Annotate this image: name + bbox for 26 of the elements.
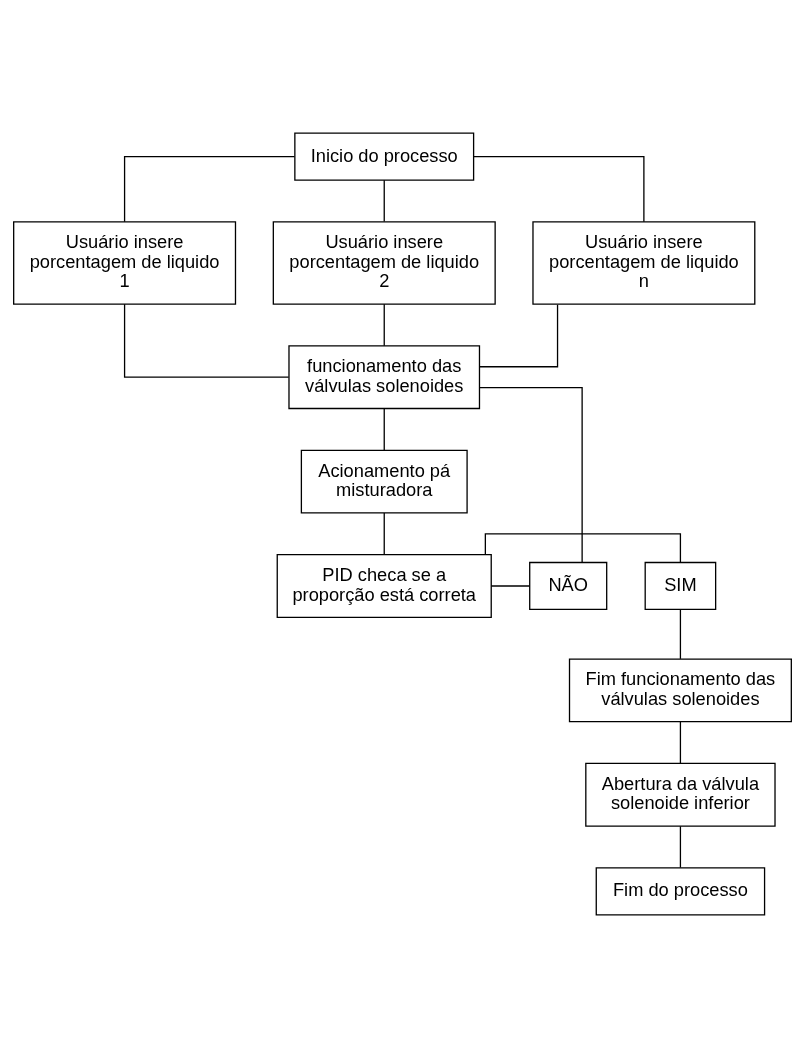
node-box: Inicio do processo xyxy=(294,132,475,181)
connector xyxy=(679,609,682,660)
node-box: Usuário insere porcentagem de liquido 1 xyxy=(13,221,237,305)
node-box: Usuário insere porcentagem de liquido 2 xyxy=(272,221,496,305)
connector xyxy=(383,407,385,451)
connector xyxy=(473,156,645,223)
node-box: Acionamento pá misturadora xyxy=(300,449,468,514)
connector xyxy=(383,179,385,223)
connector xyxy=(478,304,559,368)
node-box: NÃO xyxy=(529,561,608,611)
connector xyxy=(123,156,296,223)
connector xyxy=(479,387,583,564)
connector xyxy=(383,303,385,347)
node-box: Usuário insere porcentagem de liquido n xyxy=(532,221,756,305)
node-box: Fim do processo xyxy=(595,867,766,916)
node-box: PID checa se a proporção está correta xyxy=(276,554,492,618)
node-box: Fim funcionamento das válvulas solenoides xyxy=(568,658,792,723)
connector xyxy=(679,721,682,764)
node-box: SIM xyxy=(644,561,717,611)
connector xyxy=(383,512,385,555)
connector xyxy=(679,825,682,869)
connector xyxy=(490,585,531,587)
connector xyxy=(123,303,290,378)
node-box: funcionamento das válvulas solenoides xyxy=(288,345,481,410)
node-box: Abertura da válvula solenoide inferior xyxy=(585,762,776,827)
connector xyxy=(484,533,682,563)
